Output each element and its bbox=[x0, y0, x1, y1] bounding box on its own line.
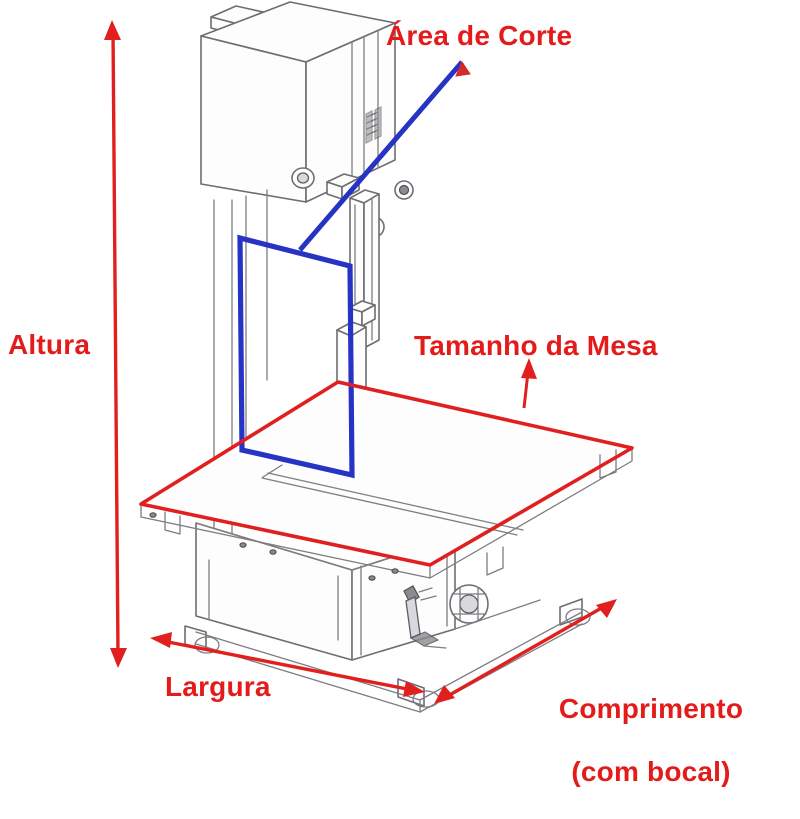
label-altura: Altura bbox=[8, 329, 91, 360]
label-area-de-corte: Área de Corte bbox=[386, 20, 573, 51]
tamanho-da-mesa-leader bbox=[521, 358, 537, 409]
front-boss bbox=[291, 167, 315, 189]
label-largura: Largura bbox=[165, 671, 271, 702]
cut-area-arrowhead bbox=[455, 60, 471, 77]
altura-arrowhead-bottom bbox=[110, 648, 127, 668]
altura-dimension-arrow bbox=[104, 20, 127, 668]
housing-front-face bbox=[200, 35, 307, 203]
label-comprimento: Comprimento (com bocal) bbox=[527, 662, 743, 819]
tamanho-da-mesa-arrowhead bbox=[521, 358, 537, 379]
comprimento-dimension-arrow bbox=[434, 599, 617, 704]
cut-area-leader-line bbox=[298, 60, 464, 252]
comprimento-arrowhead-left bbox=[434, 685, 455, 704]
housing-side-face bbox=[305, 22, 396, 203]
largura-dimension-arrow bbox=[150, 632, 425, 697]
table-splitter-rail bbox=[261, 477, 518, 536]
machine-drawing bbox=[104, 1, 634, 713]
cut-area-marker bbox=[237, 60, 471, 479]
switch-and-cable bbox=[403, 585, 447, 649]
label-tamanho-da-mesa: Tamanho da Mesa bbox=[414, 330, 658, 361]
base-cabinet bbox=[184, 522, 591, 713]
altura-arrowhead-top bbox=[104, 20, 121, 40]
label-comprimento-line1: Comprimento bbox=[558, 693, 744, 725]
foot-right bbox=[559, 598, 583, 626]
table-size-outline bbox=[139, 380, 634, 567]
comprimento-arrowhead-right bbox=[596, 599, 617, 618]
upper-housing bbox=[200, 1, 414, 238]
largura-arrowhead-right bbox=[403, 681, 425, 697]
dimension-diagram: Área de Corte Altura Tamanho da Mesa Lar… bbox=[8, 1, 743, 788]
handwheel bbox=[449, 584, 489, 624]
label-comprimento-line2: (com bocal) bbox=[571, 756, 731, 788]
side-knob-upper bbox=[394, 180, 414, 200]
largura-arrowhead-left bbox=[150, 632, 172, 648]
grille-detail bbox=[365, 106, 382, 144]
